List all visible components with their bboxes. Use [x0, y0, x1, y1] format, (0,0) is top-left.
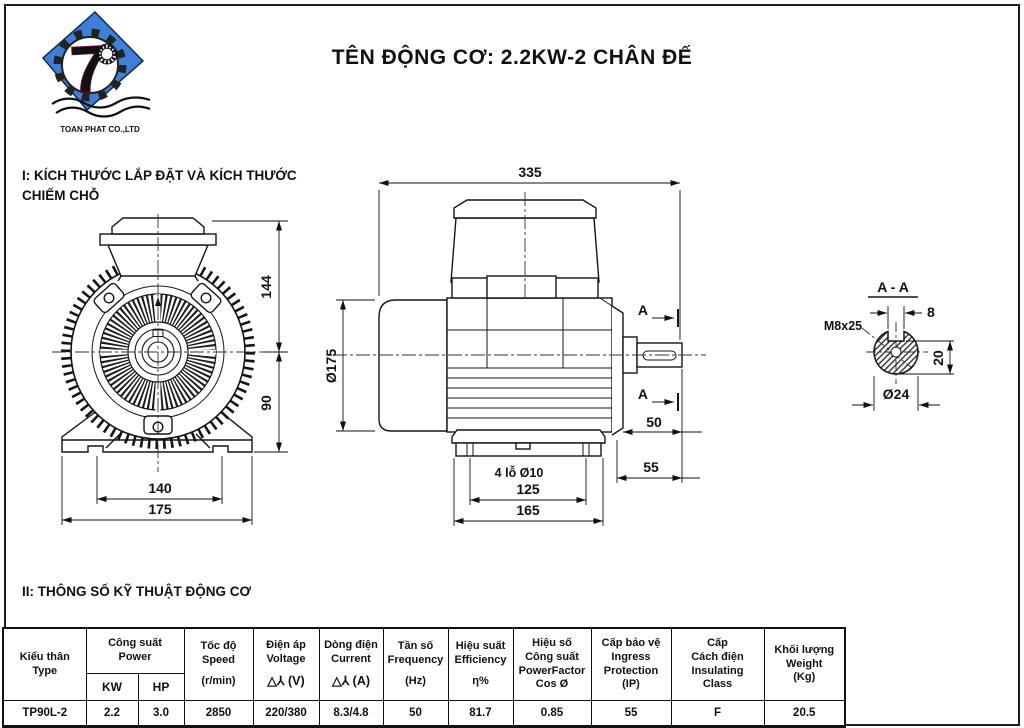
section1-label: I: KÍCH THƯỚC LẮP ĐẶT VÀ KÍCH THƯỚC CHIẾ… [22, 166, 297, 207]
col-weight: Khối lượng Weight (Kg) [763, 627, 846, 701]
dim-dia24: Ø24 [883, 386, 910, 402]
body-fins [447, 367, 612, 419]
col-efficiency: Hiệu suất Efficiency η% [447, 627, 514, 701]
technical-drawing: 144 90 140 175 [52, 164, 954, 526]
section-aa: A - A M8x25 8 20 Ø24 [824, 279, 954, 411]
section1-line1: I: KÍCH THƯỚC LẮP ĐẶT VÀ KÍCH THƯỚC [22, 168, 297, 183]
section1-line2: CHIẾM CHỖ [22, 188, 100, 204]
value-weight: 20.5 [763, 700, 846, 728]
end-bracket [611, 305, 624, 436]
logo-wave-2 [55, 105, 151, 118]
col-type: Kiểu thân Type [2, 627, 87, 701]
thread-label: M8x25 [824, 319, 862, 333]
logo-ring-outer [96, 43, 118, 65]
side-view: A A 335 Ø175 50 55 [323, 164, 706, 526]
value-frequency: 50 [382, 700, 449, 728]
value-efficiency: 81.7 [447, 700, 514, 728]
value-current: 8.3/4.8 [318, 700, 384, 728]
dim-dia175: Ø175 [323, 349, 339, 383]
marker-a-bottom: A [638, 386, 648, 402]
dim-8: 8 [927, 304, 935, 320]
spec-table: Kiểu thân Type Công suất Power Tốc độ Sp… [2, 627, 846, 728]
side-dimensions [336, 180, 702, 526]
col-protection: Cấp bảo vệ Ingress Protection (IP) [590, 627, 672, 701]
dim-90: 90 [258, 395, 274, 411]
company-logo: 7 TOAN PHAT CO.,LTD [41, 10, 151, 134]
value-speed: 2850 [183, 700, 254, 728]
fan-cover [378, 299, 448, 432]
section-markers [652, 309, 679, 411]
aa-dimensions [852, 306, 954, 411]
dim-20: 20 [930, 350, 946, 366]
dim-175: 175 [148, 501, 172, 517]
value-hp: 3.0 [137, 700, 185, 728]
logo-company-name: TOAN PHAT CO.,LTD [60, 125, 140, 134]
dim-50: 50 [646, 414, 662, 430]
value-insulation: F [670, 700, 765, 728]
col-current: Dòng điện Current △⅄ (A) [318, 627, 384, 701]
dim-140: 140 [148, 480, 172, 496]
section-aa-title: A - A [877, 279, 909, 295]
spec-row: TP90L-2 2.2 3.0 2850 220/380 8.3/4.8 50 … [2, 700, 846, 728]
section2-label: II: THÔNG SỐ KỸ THUẬT ĐỘNG CƠ [22, 584, 252, 599]
value-type: TP90L-2 [2, 700, 87, 728]
dim-125: 125 [516, 481, 540, 497]
value-powerfactor: 0.85 [512, 700, 592, 728]
col-insulation: Cấp Cách điện Insulating Class [670, 627, 765, 701]
col-voltage: Điện áp Voltage △⅄ (V) [252, 627, 320, 701]
logo-numeral: 7 [68, 31, 109, 107]
shaft-keyway [642, 350, 677, 361]
value-voltage: 220/380 [252, 700, 320, 728]
logo-ring-inner [100, 47, 114, 61]
col-power-kw: KW [85, 673, 139, 701]
front-dimensions [61, 220, 288, 525]
col-powerfactor: Hiệu số Công suất PowerFactor Cos Ø [512, 627, 592, 701]
col-power-hp: HP [137, 673, 185, 701]
col-speed: Tốc độ Speed (r/min) [183, 627, 254, 701]
dim-55: 55 [643, 459, 659, 475]
dim-335: 335 [518, 164, 542, 180]
dim-144: 144 [258, 275, 274, 299]
side-centerlines [333, 192, 706, 356]
value-protection: 55 [590, 700, 672, 728]
logo-wave-1 [51, 96, 151, 109]
marker-a-top: A [638, 302, 648, 318]
col-frequency: Tần số Frequency (Hz) [382, 627, 449, 701]
centerlines [52, 214, 288, 472]
value-kw: 2.2 [85, 700, 139, 728]
dim-165: 165 [516, 502, 540, 518]
holes-label: 4 lỗ Ø10 [495, 465, 544, 480]
logo-gear-teeth [53, 28, 127, 102]
front-view: 144 90 140 175 [52, 214, 288, 525]
page-title: TÊN ĐỘNG CƠ: 2.2KW-2 CHÂN ĐẾ [331, 46, 693, 69]
side-feet [451, 429, 606, 457]
col-power: Công suất Power [85, 627, 185, 674]
